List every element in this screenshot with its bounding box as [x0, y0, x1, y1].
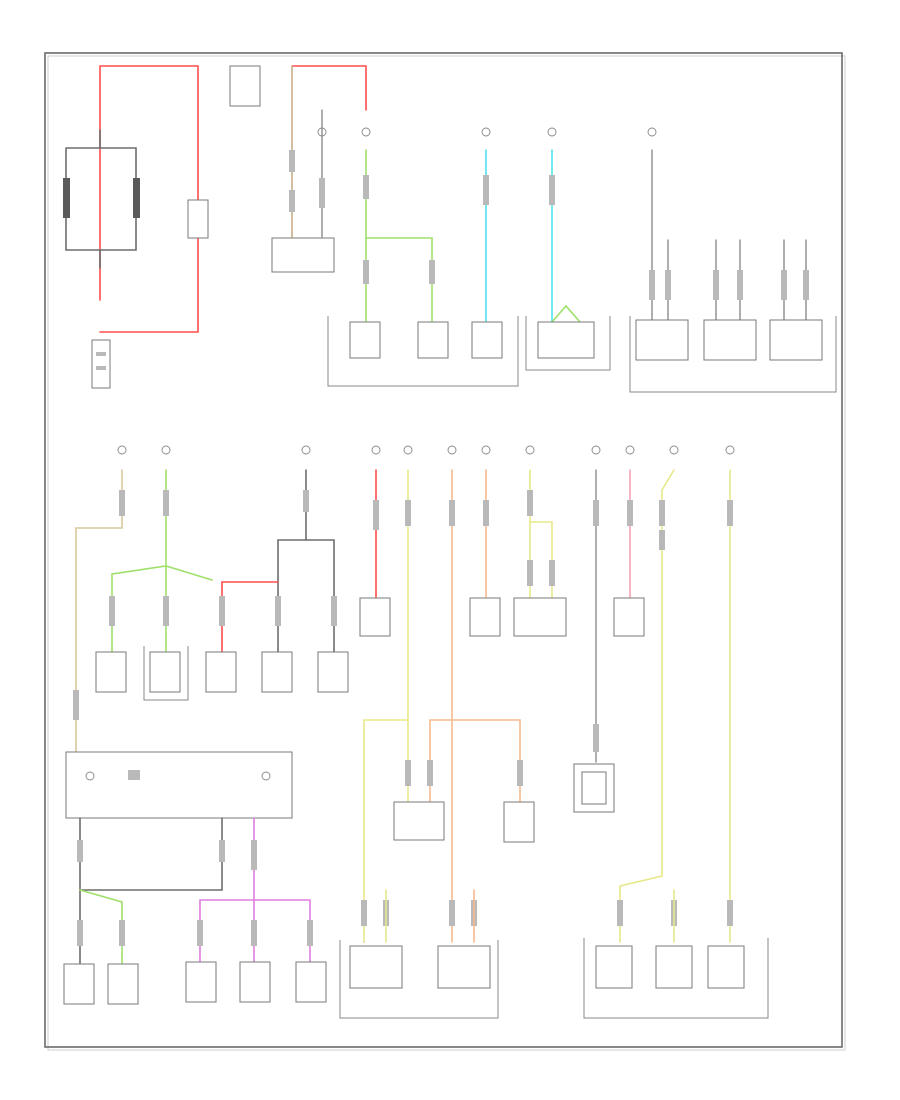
fuse-icon	[403, 445, 413, 455]
relay-icon	[349, 945, 403, 989]
fuse-panel-outputs	[63, 817, 327, 1005]
relay-icon	[707, 945, 745, 989]
fuse-icon	[591, 445, 601, 455]
fuse-panel	[65, 751, 293, 819]
relay-icon	[769, 319, 823, 361]
central-junction-box-top	[629, 149, 837, 393]
relay-icon	[595, 945, 633, 989]
fuse-icon	[547, 127, 557, 137]
relay-icon	[205, 651, 237, 693]
fuse-icon	[481, 445, 491, 455]
relay-icon	[107, 963, 139, 1005]
tan-feed-left	[73, 469, 125, 753]
fuse-icon	[361, 127, 371, 137]
relay-icon	[417, 321, 449, 359]
relay-icon	[655, 945, 693, 989]
fuse-icon	[261, 771, 271, 781]
reference-block-bottom	[339, 889, 499, 1019]
relay-icon	[239, 961, 271, 1003]
diagram-frame	[44, 52, 846, 1051]
fuse-row-middle	[117, 445, 735, 455]
fuse-icon	[647, 127, 657, 137]
middle-center-circuits	[359, 469, 733, 943]
battery-junction-box-bottom	[583, 889, 769, 1019]
middle-lower-components	[393, 760, 615, 843]
relay-icon	[185, 961, 217, 1003]
relay-icon	[581, 771, 607, 805]
fuse-icon	[481, 127, 491, 137]
fusible-link-icon	[63, 178, 70, 218]
relay-icon	[317, 651, 349, 693]
fuse-icon	[725, 445, 735, 455]
relay-icon	[359, 597, 391, 637]
relay-icon	[393, 801, 445, 841]
fusible-link-icon	[133, 178, 140, 218]
relay-icon	[613, 597, 645, 637]
fuse-icon	[525, 445, 535, 455]
fuse-icon	[317, 127, 327, 137]
fuse-row-top	[317, 127, 657, 137]
fuse-icon	[625, 445, 635, 455]
relay-icon	[63, 963, 95, 1005]
relay-icon	[95, 651, 127, 693]
relay-icon	[261, 651, 293, 693]
starter-relay-icon	[229, 65, 261, 107]
relay-icon	[469, 597, 501, 637]
relay-icon	[513, 597, 567, 637]
relay-icon	[635, 319, 689, 361]
fuse-icon	[371, 445, 381, 455]
battery-fusible-link-circuit	[63, 65, 209, 389]
cyan-circuit-block	[525, 149, 611, 371]
relay-icon	[128, 770, 140, 780]
relay-icon	[295, 961, 327, 1003]
fuse-icon	[669, 445, 679, 455]
relay-icon	[471, 321, 503, 359]
relay-icon	[537, 321, 595, 359]
fuse-icon	[85, 771, 95, 781]
green-branch	[95, 469, 213, 701]
relay-icon	[503, 801, 535, 843]
fuse-icon	[161, 445, 171, 455]
fuse-icon	[117, 445, 127, 455]
battery-junction-box-top	[327, 149, 519, 387]
relay-icon	[349, 321, 381, 359]
relay-icon	[437, 945, 491, 989]
fusible-link-connector	[187, 199, 209, 239]
generator-component	[271, 237, 335, 273]
red-branch	[205, 469, 349, 693]
fuse-icon	[447, 445, 457, 455]
central-junction-box-middle	[65, 751, 293, 819]
generator-feed	[271, 65, 367, 273]
relay-icon	[703, 319, 757, 361]
battery-icon	[91, 339, 111, 389]
fuse-icon	[301, 445, 311, 455]
relay-icon	[149, 651, 181, 693]
